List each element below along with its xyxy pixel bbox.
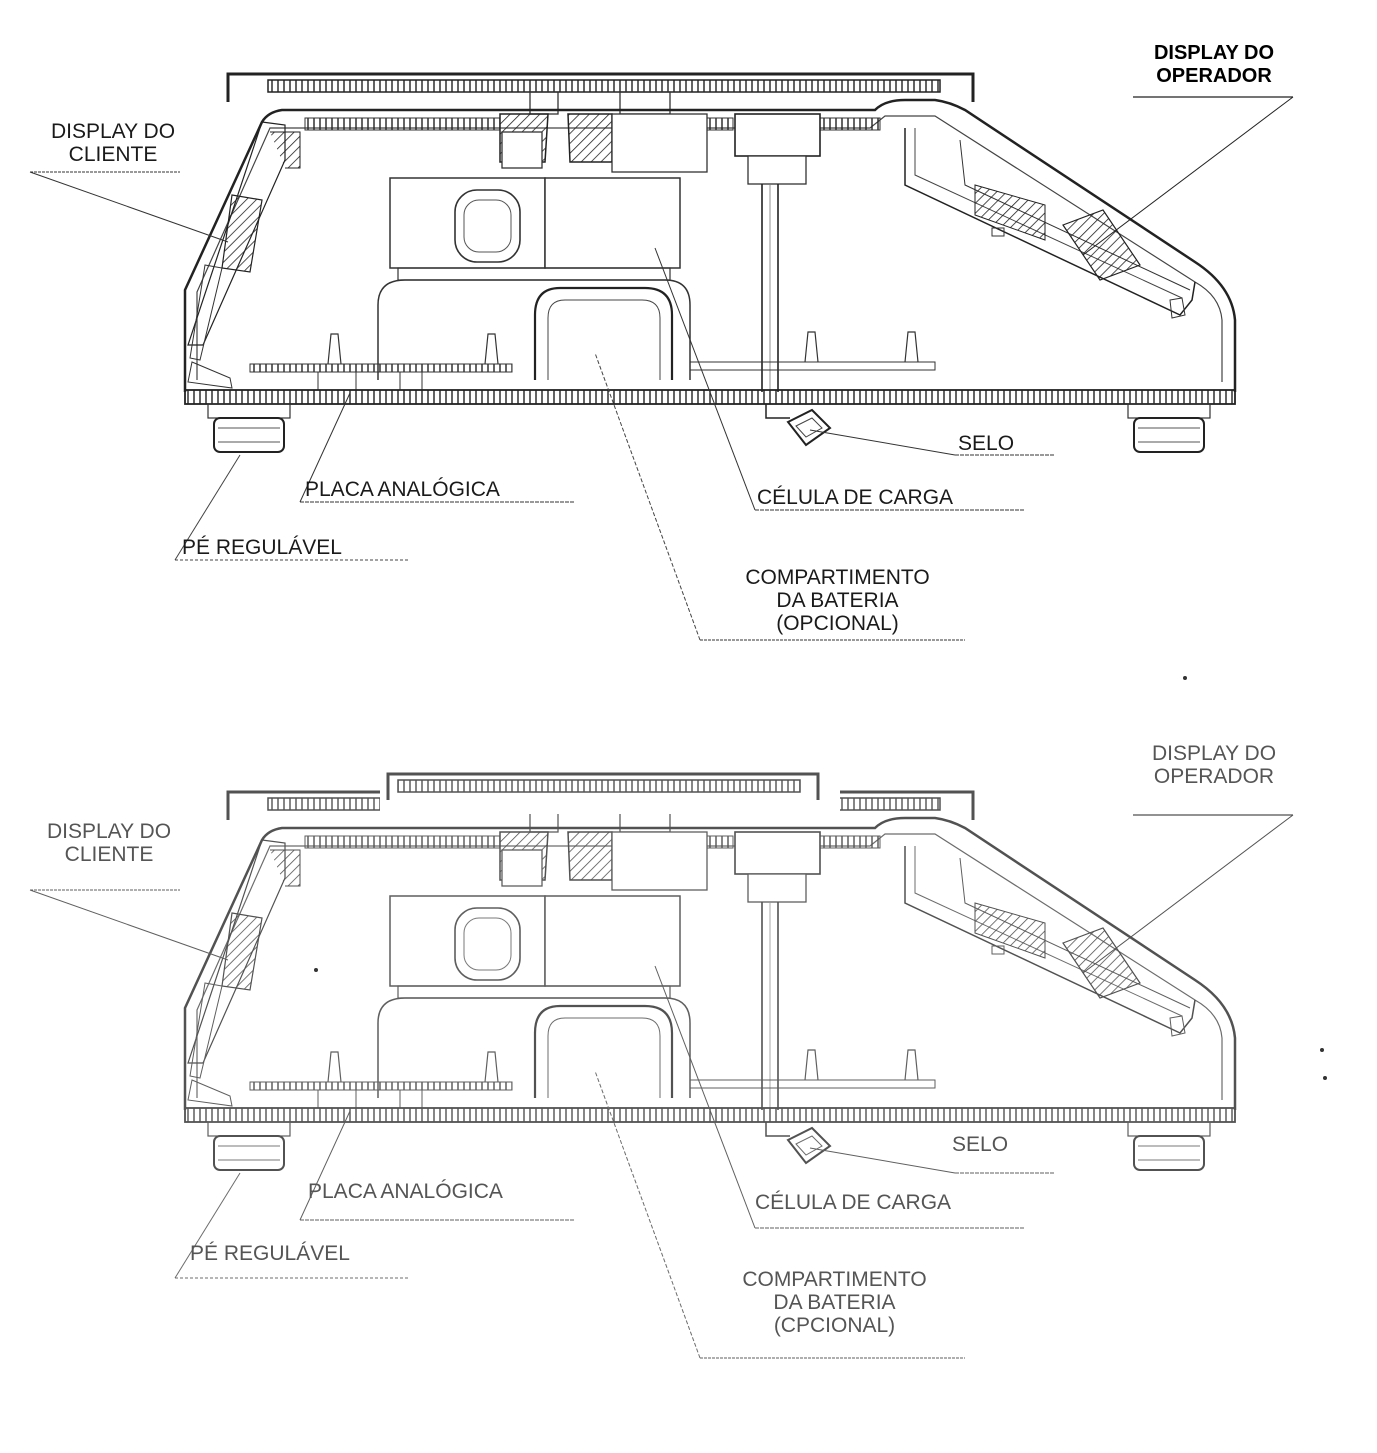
speck: [1183, 676, 1187, 680]
label-compartimento: COMPARTIMENTO DA BATERIA (OPCIONAL): [715, 566, 960, 635]
label-placa-analogica: PLACA ANALÓGICA: [305, 478, 500, 501]
label-line: (OPCIONAL): [776, 612, 899, 635]
label-celula-de-carga: CÉLULA DE CARGA: [757, 486, 954, 509]
label-line: DISPLAY DO: [1151, 742, 1277, 765]
label-placa-analogica-2: PLACA ANALÓGICA: [308, 1180, 503, 1203]
label-selo: SELO: [958, 432, 1015, 455]
label-line: COMPARTIMENTO: [742, 1268, 927, 1291]
label-line: DISPLAY DO: [50, 120, 176, 143]
label-pe-regulavel: PÉ REGULÁVEL: [182, 536, 342, 559]
label-pe-regulavel-2: PÉ REGULÁVEL: [190, 1242, 350, 1265]
label-line: OPERADOR: [1156, 65, 1272, 87]
label-compartimento-2: COMPARTIMENTO DA BATERIA (CPCIONAL): [712, 1268, 957, 1337]
label-line: DISPLAY DO: [46, 820, 172, 843]
label-line: DA BATERIA: [773, 1291, 896, 1314]
label-line: DISPLAY DO: [1153, 42, 1275, 64]
bottom-platter: [386, 772, 820, 800]
speck: [1320, 1048, 1324, 1052]
label-line: (CPCIONAL): [773, 1314, 896, 1337]
label-line: OPERADOR: [1153, 765, 1275, 788]
label-celula-de-carga-2: CÉLULA DE CARGA: [755, 1191, 952, 1214]
label-display-cliente: DISPLAY DO CLIENTE: [28, 120, 198, 166]
label-line: COMPARTIMENTO: [745, 566, 930, 589]
label-line: DA BATERIA: [776, 589, 899, 612]
speck: [314, 968, 318, 972]
label-selo-2: SELO: [952, 1133, 1009, 1156]
speck: [1323, 1076, 1327, 1080]
label-line: CLIENTE: [64, 843, 154, 866]
bottom-scale-section: [28, 790, 1295, 1360]
label-display-operador-2: DISPLAY DO OPERADOR: [1130, 742, 1298, 788]
label-line: CLIENTE: [68, 143, 158, 166]
label-display-operador: DISPLAY DO OPERADOR: [1130, 42, 1298, 88]
label-display-cliente-2: DISPLAY DO CLIENTE: [24, 820, 194, 866]
